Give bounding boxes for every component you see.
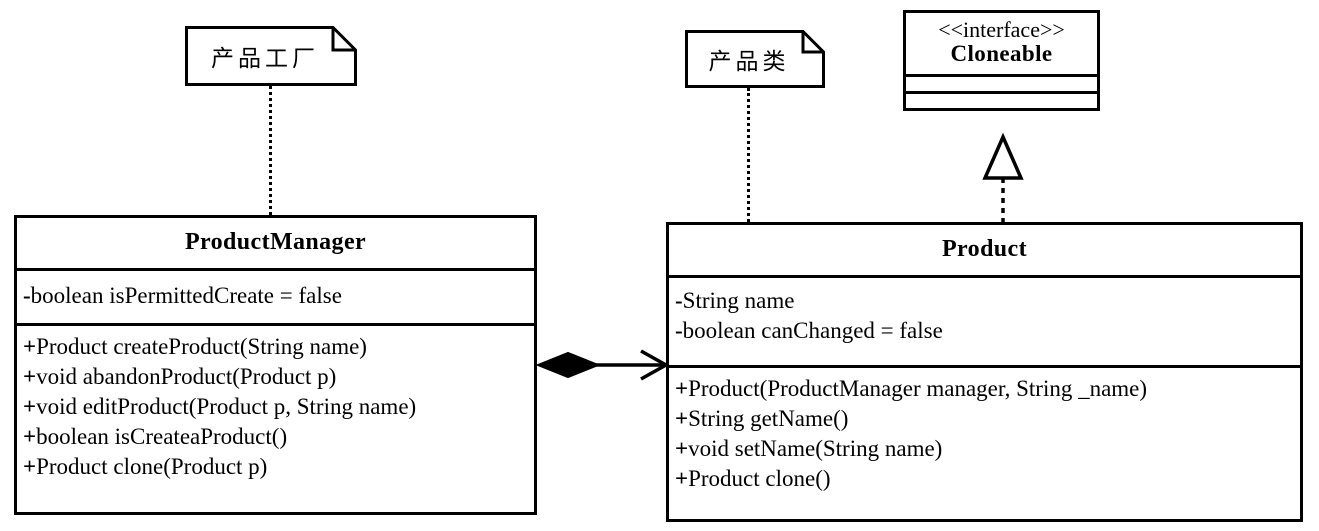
operation-text: Product(ProductManager manager, String _… [688, 376, 1148, 401]
visibility-marker: + [23, 363, 37, 389]
attribute-text: String name [682, 288, 795, 313]
class-product-operations: +Product(ProductManager manager, String … [669, 365, 1300, 499]
operation-row: +Product clone(Product p) [23, 452, 528, 482]
interface-cloneable-header: <<interface>> Cloneable [906, 13, 1097, 74]
visibility-marker: + [23, 334, 37, 359]
class-product-manager-name-label: ProductManager [184, 228, 367, 255]
composition-diamond-icon [535, 351, 601, 379]
interface-stereotype-label: <<interface>> [938, 17, 1065, 42]
attribute-text: boolean isPermittedCreate = false [30, 283, 342, 309]
class-product[interactable]: Product -String name -boolean canChanged… [666, 222, 1303, 522]
operation-row: +void editProduct(Product p, String name… [23, 392, 528, 422]
interface-name-label: Cloneable [950, 41, 1053, 67]
visibility-marker: - [675, 317, 683, 343]
composition-arrowhead-icon [640, 349, 670, 381]
class-product-manager-header: ProductManager [17, 218, 534, 268]
operation-text: Product createProduct(String name) [36, 334, 367, 359]
note-product-class-label: 产品类 [708, 49, 790, 75]
note-anchor-line-product [747, 88, 750, 222]
note-product-factory[interactable]: 产品工厂 [185, 26, 357, 86]
operation-text: String getName() [688, 405, 849, 431]
realization-arrowhead-icon [982, 132, 1024, 180]
operation-row: +void setName(String name) [675, 434, 1294, 464]
class-product-manager-attributes: -boolean isPermittedCreate = false [17, 268, 534, 323]
class-product-header: Product [669, 225, 1300, 275]
class-product-name-label: Product [941, 235, 1028, 262]
visibility-marker: + [23, 453, 37, 479]
operation-row: +void abandonProduct(Product p) [23, 362, 528, 392]
note-product-factory-label: 产品工厂 [211, 46, 319, 72]
note-shape-icon [185, 26, 357, 86]
operation-row: +boolean isCreateaProduct() [23, 422, 528, 452]
attribute-row: -String name [675, 286, 1294, 316]
attribute-text: boolean canChanged = false [682, 317, 943, 343]
attribute-row: -boolean canChanged = false [675, 316, 1294, 346]
operation-text: void editProduct(Product p, String name) [36, 393, 417, 419]
class-product-manager[interactable]: ProductManager -boolean isPermittedCreat… [14, 215, 537, 515]
operation-text: void setName(String name) [688, 435, 943, 461]
note-product-class[interactable]: 产品类 [685, 30, 825, 88]
class-product-attributes: -String name -boolean canChanged = false [669, 275, 1300, 365]
visibility-marker: + [675, 405, 689, 431]
visibility-marker: - [675, 288, 683, 313]
operation-text: Product clone() [688, 465, 831, 491]
operation-text: boolean isCreateaProduct() [36, 423, 288, 449]
operation-row: +Product(ProductManager manager, String … [675, 374, 1294, 404]
interface-cloneable-operations [906, 90, 1097, 108]
visibility-marker: + [675, 435, 689, 461]
visibility-marker: + [23, 393, 37, 419]
operation-text: Product clone(Product p) [36, 453, 268, 479]
operation-row: +Product createProduct(String name) [23, 332, 528, 362]
note-shape-icon [685, 30, 825, 88]
operation-row: +Product clone() [675, 464, 1294, 494]
interface-cloneable[interactable]: <<interface>> Cloneable [903, 10, 1100, 111]
note-anchor-line-factory [269, 86, 272, 215]
attribute-row: -boolean isPermittedCreate = false [23, 281, 342, 311]
visibility-marker: - [23, 283, 31, 309]
visibility-marker: + [675, 465, 689, 491]
operation-row: +String getName() [675, 404, 1294, 434]
operation-text: void abandonProduct(Product p) [36, 363, 337, 389]
interface-cloneable-attributes [906, 73, 1097, 91]
visibility-marker: + [23, 423, 37, 449]
class-product-manager-operations: +Product createProduct(String name) +voi… [17, 323, 534, 486]
visibility-marker: + [675, 376, 689, 401]
